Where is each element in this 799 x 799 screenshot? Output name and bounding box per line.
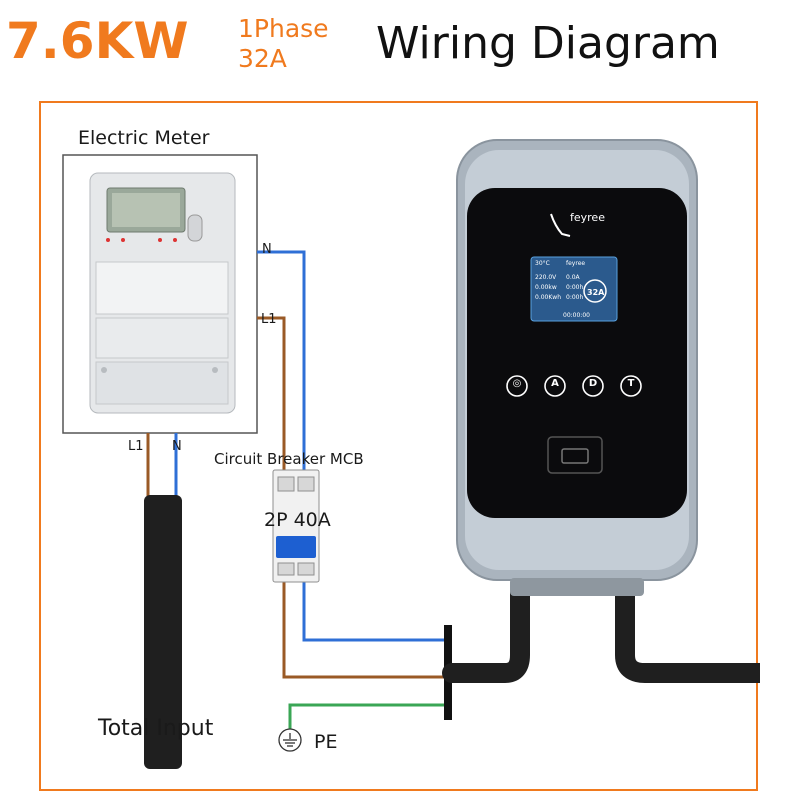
cable-label-n: N [172,439,182,454]
input-cable [144,433,182,769]
screen-amps: 32A [587,288,605,297]
breaker-label: Circuit Breaker MCB [214,450,364,468]
output-cable [442,575,760,720]
charger-button-power: ◎ [512,378,522,389]
electric-meter-icon [89,172,236,414]
meter-terminal-n: N [262,242,272,257]
screen-power: 0.00kw [535,284,557,291]
total-input-label: Total Input [98,716,214,741]
screen-current: 0.0A [566,274,580,281]
charger-buttons [506,375,642,397]
phase-spec: 1Phase 32A [238,14,329,74]
phase-type: 1Phase [238,14,329,43]
meter-label: Electric Meter [78,127,210,149]
charger-button-a: A [551,378,559,389]
screen-clock: 00:00:00 [563,312,590,319]
screen-voltage: 220.0V [535,274,557,281]
screen-time2: 0:00h [566,294,584,301]
ev-charger-icon [456,139,698,596]
charger-button-d: D [588,378,598,389]
breaker-rating: 2P 40A [264,509,331,531]
ground-wire [288,703,446,740]
screen-brand: feyree [566,260,586,267]
screen-time1: 0:00h [566,284,584,291]
charger-button-t: T [627,378,635,389]
neutral-wire [257,250,446,642]
screen-temp: 30°C [535,260,550,267]
pe-label: PE [314,731,338,753]
circuit-breaker-icon [272,469,320,583]
cable-label-l1: L1 [128,439,144,454]
power-rating: 7.6KW [6,12,189,70]
screen-energy: 0.00Kwh [535,294,562,301]
charger-brand: feyree [570,211,605,224]
ground-icon [278,728,302,752]
diagram-title: Wiring Diagram [376,18,720,69]
meter-terminal-l1: L1 [261,312,277,327]
diagram-frame [39,101,758,791]
phase-current: 32A [238,44,287,73]
